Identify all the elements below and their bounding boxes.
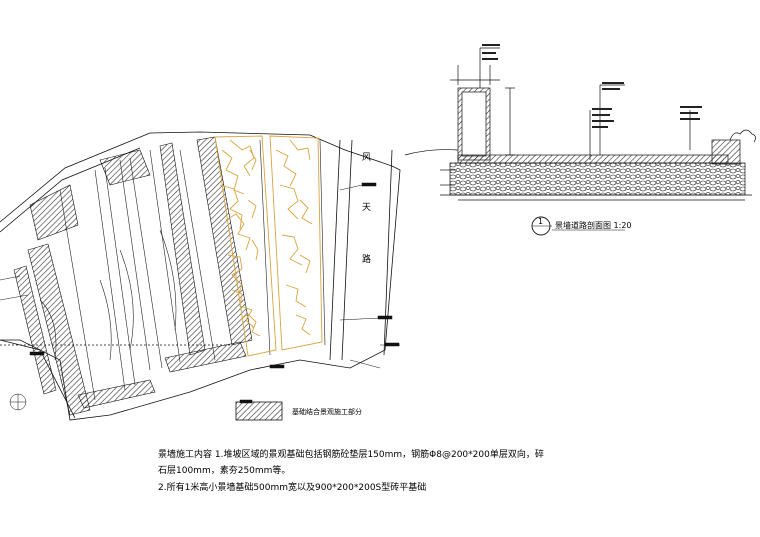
road-label-3: 路 bbox=[362, 253, 371, 265]
section-title: 景墙道路剖面图 1:20 bbox=[555, 220, 632, 230]
site-plan bbox=[0, 131, 401, 421]
road-label-2: 天 bbox=[362, 203, 371, 213]
section-number: 1 bbox=[538, 217, 543, 226]
plan-linework bbox=[0, 139, 326, 401]
section-detail bbox=[404, 47, 756, 201]
section-gravel bbox=[449, 162, 746, 196]
note-line-1: 景墙施工内容 1.堆坡区域的景观基础包括钢筋砼垫层150mm，钢筋Φ8@200*… bbox=[158, 448, 544, 460]
plan-annotations bbox=[9, 182, 400, 411]
note-line-3: 2.所有1米高小景墙基础500mm宽以及900*200*200S型砖平基础 bbox=[158, 481, 426, 493]
section-callout: 1 景墙道路剖面图 1:20 bbox=[531, 216, 632, 236]
site-boundary bbox=[0, 131, 401, 421]
section-leader-marks bbox=[482, 44, 702, 128]
paving-area bbox=[214, 135, 277, 357]
hatched-foundation-bands bbox=[13, 136, 253, 416]
note-line-2: 石层100mm，素夯250mm等。 bbox=[158, 464, 290, 476]
paving-area-right bbox=[269, 135, 323, 351]
legend-label: 基础结合景观施工部分 bbox=[292, 407, 362, 416]
legend bbox=[235, 401, 283, 421]
road-label-1: 风 bbox=[362, 152, 371, 163]
section-slab bbox=[457, 154, 729, 164]
legend-swatch bbox=[235, 401, 283, 421]
